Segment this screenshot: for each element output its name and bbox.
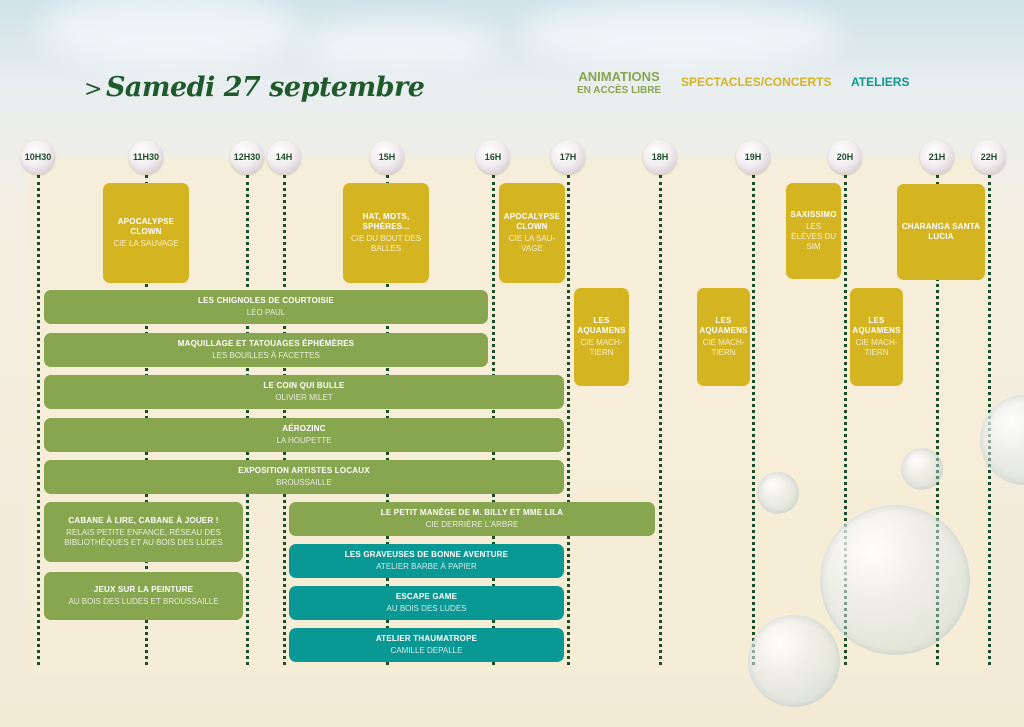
event-company: CIE MACH-TIERN: [580, 338, 623, 357]
event-spectacle[interactable]: APOCALYPSE CLOWN CIE LA SAU-VAGE: [499, 183, 565, 283]
hour-marker: 21H: [920, 140, 954, 174]
event-company: CIE DU BOUT DES BALLES: [350, 234, 422, 253]
hour-marker: 16H: [476, 140, 510, 174]
event-animation[interactable]: LE PETIT MANÈGE DE M. BILLY ET MME LILA C…: [289, 502, 655, 536]
event-animation[interactable]: CABANE À LIRE, CABANE À JOUER ! RELAIS PE…: [44, 502, 243, 562]
event-animation[interactable]: EXPOSITION ARTISTES LOCAUX BROUSSAILLE: [44, 460, 564, 494]
event-atelier[interactable]: ATELIER THAUMATROPE CAMILLE DEPALLE: [289, 628, 564, 662]
event-name: LE PETIT MANÈGE DE M. BILLY ET MME LILA: [380, 508, 564, 517]
event-name: ESCAPE GAME: [395, 592, 458, 601]
hour-marker: 11H30: [129, 140, 163, 174]
event-name: HAT, MOTS, SPHÈRES...: [362, 212, 410, 231]
event-animation[interactable]: LE COIN QUI BULLE OLIVIER MILET: [44, 375, 564, 409]
event-company: LES BOUILLES À FACETTES: [212, 351, 320, 360]
hour-marker: 15H: [370, 140, 404, 174]
event-animation[interactable]: MAQUILLAGE ET TATOUAGES ÉPHÉMÈRES LES BOU…: [44, 333, 488, 367]
legend-animations-label: ANIMATIONS: [578, 69, 660, 84]
event-spectacle[interactable]: SAXISSIMO LES ÉLÈVES DU SIM: [786, 183, 841, 279]
cloud: [520, 0, 840, 70]
event-company: LES ÉLÈVES DU SIM: [791, 222, 836, 251]
legend-spectacles: SPECTACLES/CONCERTS: [681, 75, 832, 89]
hour-marker: 22H: [972, 140, 1006, 174]
event-name: APOCALYPSE CLOWN: [117, 217, 175, 236]
event-atelier[interactable]: ESCAPE GAME AU BOIS DES LUDES: [289, 586, 564, 620]
hour-gridline: [844, 175, 847, 665]
hour-marker: 19H: [736, 140, 770, 174]
event-company: ATELIER BARBE À PAPIER: [376, 562, 477, 571]
event-name: SAXISSIMO: [790, 210, 837, 219]
event-company: CIE LA SAUVAGE: [113, 239, 179, 248]
event-animation[interactable]: LES CHIGNOLES DE COURTOISIE LÉO PAUL: [44, 290, 488, 324]
event-company: CIE DERRIÈRE L'ARBRE: [425, 520, 519, 529]
bubble-decoration: [748, 615, 840, 707]
event-name: ATELIER THAUMATROPE: [375, 634, 478, 643]
hour-marker: 12H30: [230, 140, 264, 174]
event-animation[interactable]: AÉROZINC LA HOUPETTE: [44, 418, 564, 452]
event-name: AÉROZINC: [282, 424, 326, 433]
event-company: CAMILLE DEPALLE: [390, 646, 463, 655]
event-spectacle[interactable]: LES AQUAMENS CIE MACH-TIERN: [850, 288, 903, 386]
hour-marker: 20H: [828, 140, 862, 174]
event-name: LES GRAVEUSES DE BONNE AVENTURE: [344, 550, 509, 559]
event-spectacle[interactable]: LES AQUAMENS CIE MACH-TIERN: [574, 288, 629, 386]
cloud: [40, 0, 300, 70]
event-company: BROUSSAILLE: [276, 478, 332, 487]
cloud: [300, 20, 500, 70]
event-name: LES CHIGNOLES DE COURTOISIE: [198, 296, 334, 305]
event-atelier[interactable]: LES GRAVEUSES DE BONNE AVENTURE ATELIER B…: [289, 544, 564, 578]
hour-marker: 14H: [267, 140, 301, 174]
event-name: MAQUILLAGE ET TATOUAGES ÉPHÉMÈRES: [177, 339, 355, 348]
event-name: APOCALYPSE CLOWN: [503, 212, 561, 231]
event-company: RELAIS PETITE ENFANCE, RÉSEAU DES BIBLIO…: [64, 528, 223, 547]
event-company: OLIVIER MILET: [275, 393, 333, 402]
bubble-decoration: [901, 448, 943, 490]
title-prefix: >: [84, 77, 102, 102]
bubble-decoration: [757, 472, 799, 514]
event-spectacle[interactable]: CHARANGA SANTA LUCIA: [897, 184, 985, 280]
event-company: CIE LA SAU-VAGE: [508, 234, 556, 253]
hour-marker: 10H30: [21, 140, 55, 174]
legend-ateliers: ATELIERS: [851, 75, 910, 89]
event-spectacle[interactable]: LES AQUAMENS CIE MACH-TIERN: [697, 288, 750, 386]
event-spectacle[interactable]: APOCALYPSE CLOWN CIE LA SAUVAGE: [103, 183, 189, 283]
event-company: AU BOIS DES LUDES: [386, 604, 467, 613]
event-company: LA HOUPETTE: [276, 436, 332, 445]
event-name: CHARANGA SANTA LUCIA: [901, 222, 981, 241]
bubble-decoration: [820, 505, 970, 655]
hour-gridline: [659, 175, 662, 665]
hour-gridline: [752, 175, 755, 665]
event-company: CIE MACH-TIERN: [855, 338, 898, 357]
event-company: CIE MACH-TIERN: [702, 338, 745, 357]
event-name: LE COIN QUI BULLE: [263, 381, 345, 390]
legend-animations-sub: EN ACCÈS LIBRE: [577, 85, 662, 96]
event-name: JEUX SUR LA PEINTURE: [93, 585, 194, 594]
event-name: CABANE À LIRE, CABANE À JOUER !: [68, 516, 219, 525]
event-spectacle[interactable]: HAT, MOTS, SPHÈRES... CIE DU BOUT DES BAL…: [343, 183, 429, 283]
hour-gridline: [37, 175, 40, 665]
page-title: >Samedi 27 septembre: [84, 72, 425, 103]
event-company: LÉO PAUL: [246, 308, 286, 317]
event-name: LES AQUAMENS: [699, 316, 748, 335]
hour-marker: 18H: [643, 140, 677, 174]
hour-marker: 17H: [551, 140, 585, 174]
event-name: LES AQUAMENS: [577, 316, 626, 335]
title-text: Samedi 27 septembre: [105, 72, 425, 103]
event-animation[interactable]: JEUX SUR LA PEINTURE AU BOIS DES LUDES ET…: [44, 572, 243, 620]
hour-gridline: [567, 175, 570, 665]
event-company: AU BOIS DES LUDES ET BROUSSAILLE: [68, 597, 219, 606]
hour-gridline: [936, 175, 939, 665]
event-name: LES AQUAMENS: [852, 316, 901, 335]
event-name: EXPOSITION ARTISTES LOCAUX: [238, 466, 370, 475]
